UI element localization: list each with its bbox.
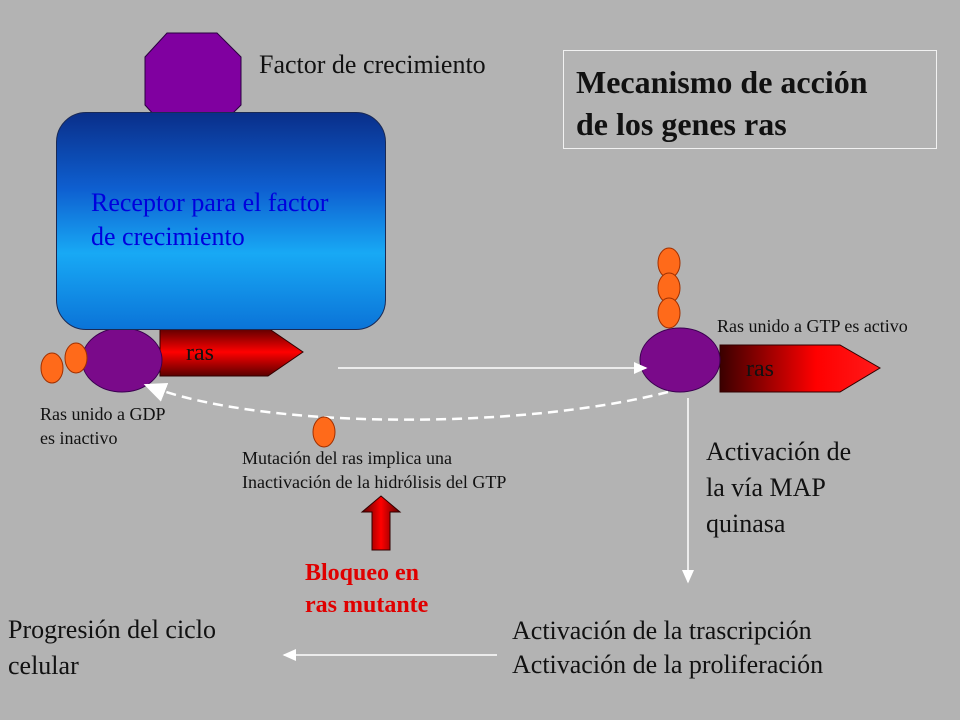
gdp-phosphate-2 [64, 342, 88, 374]
map-label-line-3: quinasa [706, 509, 786, 538]
ras-right-oval [639, 327, 721, 393]
growth-factor-label: Factor de crecimiento [259, 50, 486, 79]
block-label-line-1: Bloqueo en [305, 560, 420, 586]
mutation-phosphate [312, 416, 336, 448]
block-label-line-2: ras mutante [305, 592, 429, 618]
title-box: Mecanismo de acción de los genes ras [563, 50, 937, 149]
cell-cycle-label: Progresión del ciclo celular [8, 612, 216, 684]
ras-right-label: ras [746, 356, 774, 382]
ras-left-arrow [159, 327, 304, 377]
ras-left-label: ras [186, 340, 214, 366]
cycle-label-line-1: Progresión del ciclo [8, 615, 216, 644]
growth-factor-receptor [56, 112, 386, 330]
map-kinase-label: Activación de la vía MAP quinasa [706, 434, 851, 542]
transcription-label: Activación de la trascripción Activación… [512, 614, 823, 682]
ras-right-arrow [719, 344, 881, 393]
mutation-label-line-1: Mutación del ras implica una [242, 448, 452, 468]
gtp-phosphate-3 [657, 297, 681, 329]
gdp-inactive-label: Ras unido a GDP es inactivo [40, 402, 166, 450]
hydrolysis-dashed-arrow [143, 383, 669, 421]
transcription-label-line-2: Activación de la proliferación [512, 650, 824, 679]
block-mutant-label: Bloqueo en ras mutante [305, 557, 428, 621]
gdp-label-line-2: es inactivo [40, 428, 118, 448]
gtp-active-label: Ras unido a GTP es activo [717, 316, 908, 336]
gdp-phosphate-1 [40, 352, 64, 384]
mutation-label: Mutación del ras implica una Inactivació… [242, 446, 506, 494]
title-line-1: Mecanismo de acción [576, 64, 868, 100]
receptor-label: Receptor para el factor de crecimiento [91, 186, 328, 254]
receptor-label-line-2: de crecimiento [91, 222, 245, 251]
cycle-label-line-2: celular [8, 651, 79, 680]
receptor-label-line-1: Receptor para el factor [91, 188, 329, 217]
transcription-label-line-1: Activación de la trascripción [512, 616, 812, 645]
gdp-label-line-1: Ras unido a GDP [40, 404, 166, 424]
mutation-label-line-2: Inactivación de la hidrólisis del GTP [242, 472, 507, 492]
block-up-arrow [360, 495, 402, 551]
title-line-2: de los genes ras [576, 106, 787, 142]
map-label-line-2: la vía MAP [706, 473, 826, 502]
ras-left-oval [81, 327, 163, 393]
map-label-line-1: Activación de [706, 437, 852, 466]
